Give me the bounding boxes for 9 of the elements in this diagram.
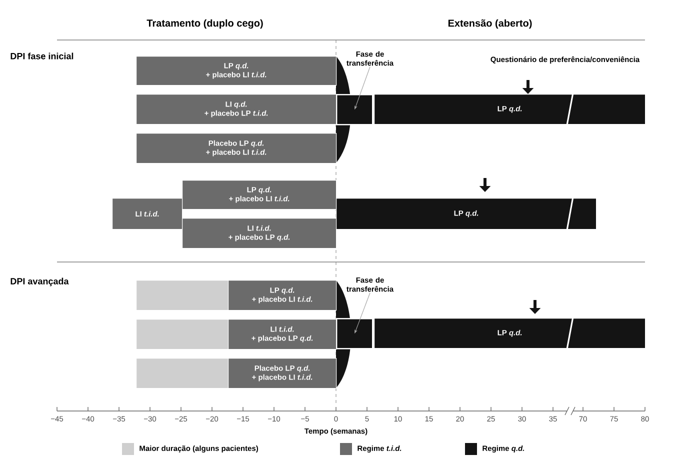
- section-heading: Tratamento (duplo cego): [146, 19, 263, 29]
- transfer-segment: [336, 318, 374, 350]
- extended-duration-bar: [136, 358, 229, 389]
- transfer-segment: [336, 94, 374, 126]
- section-heading: Extensão (aberto): [448, 19, 532, 29]
- group-label: DPI avançada: [10, 278, 69, 286]
- extended-duration-bar: [136, 280, 229, 311]
- group-label: DPI fase inicial: [10, 52, 74, 60]
- extended-duration-bar: [136, 319, 229, 350]
